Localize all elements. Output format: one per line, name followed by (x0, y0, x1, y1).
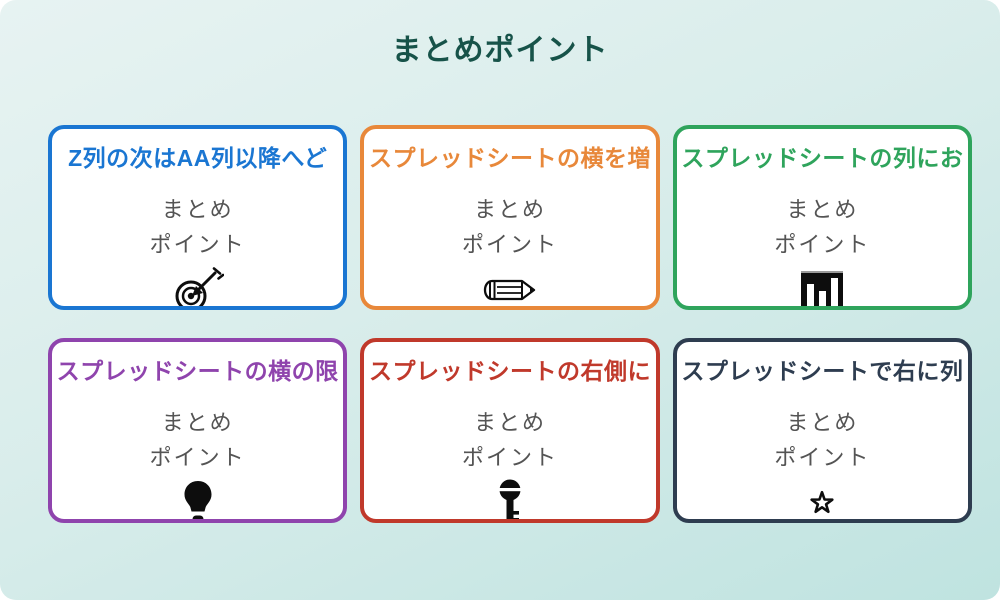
card-body: まとめ ポイント (364, 192, 655, 262)
pencil-icon (364, 266, 655, 306)
card-title: スプレッドシートで右に列 (681, 358, 964, 384)
card-body-line1: まとめ (473, 410, 546, 435)
card-body: まとめ ポイント (364, 405, 655, 475)
card-body-line2: ポイント (149, 445, 246, 470)
card-body-line2: ポイント (461, 232, 558, 257)
card-title: スプレッドシートの横の限 (56, 358, 339, 384)
card-body-line1: まとめ (786, 410, 859, 435)
card-title: スプレッドシートの右側に (368, 358, 651, 384)
star-icon (677, 479, 968, 519)
summary-card: スプレッドシートで右に列 まとめ ポイント (672, 338, 972, 523)
card-body-line2: ポイント (774, 232, 871, 257)
dart-target-icon (52, 266, 343, 306)
card-body-line2: ポイント (461, 445, 558, 470)
card-body: まとめ ポイント (677, 192, 968, 262)
card-body: まとめ ポイント (52, 405, 343, 475)
summary-card: スプレッドシートの横を増 まとめ ポイント (360, 125, 660, 310)
card-body-line2: ポイント (774, 445, 871, 470)
bar-chart-icon (677, 266, 968, 306)
summary-card: スプレッドシートの右側に まとめ ポイント (360, 338, 660, 523)
card-grid: Z列の次はAA列以降へど まとめ ポイント スプレッドシートの横を増 (48, 125, 972, 523)
summary-card: Z列の次はAA列以降へど まとめ ポイント (48, 125, 348, 310)
card-title: Z列の次はAA列以降へど (68, 145, 328, 171)
key-icon (364, 479, 655, 519)
card-body-line1: まとめ (161, 410, 234, 435)
card-body: まとめ ポイント (677, 405, 968, 475)
card-title: スプレッドシートの列にお (681, 145, 964, 171)
lightbulb-icon (52, 479, 343, 519)
summary-card: スプレッドシートの横の限 まとめ ポイント (48, 338, 348, 523)
card-body-line1: まとめ (161, 197, 234, 222)
card-body-line2: ポイント (149, 232, 246, 257)
card-body-line1: まとめ (473, 197, 546, 222)
page-title: まとめポイント (391, 34, 609, 67)
card-title: スプレッドシートの横を増 (368, 145, 651, 171)
card-body-line1: まとめ (786, 197, 859, 222)
card-body: まとめ ポイント (52, 192, 343, 262)
summary-card: スプレッドシートの列にお まとめ ポイント (672, 125, 972, 310)
